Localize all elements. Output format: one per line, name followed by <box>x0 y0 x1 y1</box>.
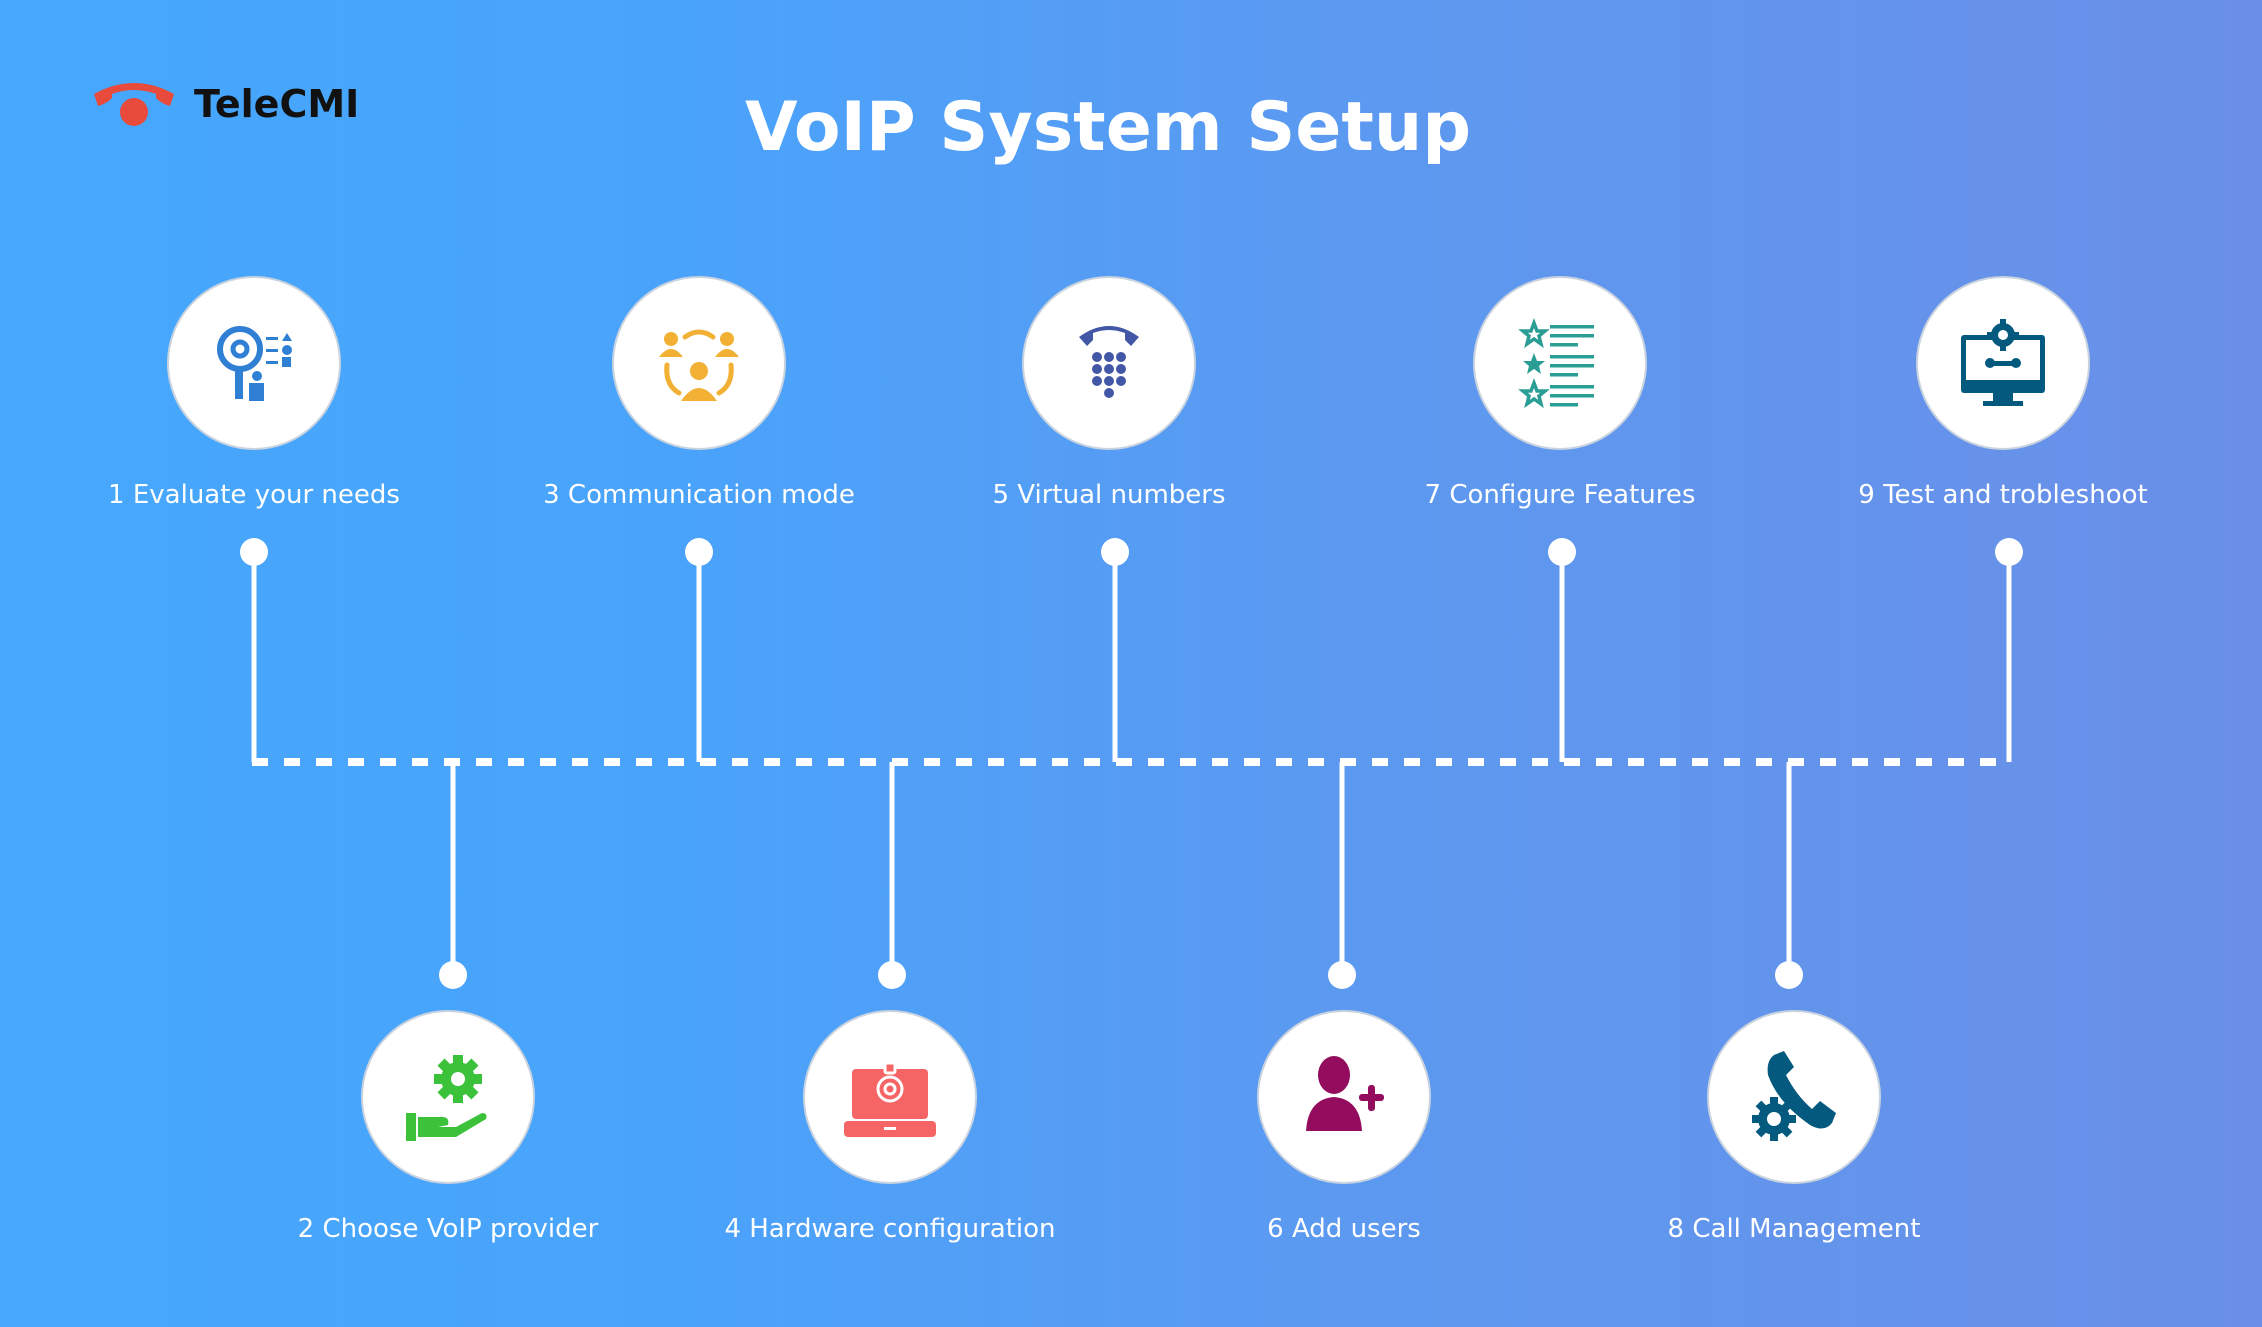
step-2-icon-circle <box>361 1010 535 1184</box>
page-title: VoIP System Setup <box>744 88 1472 167</box>
step-6-label: 6 Add users <box>1267 1214 1421 1244</box>
phone-gear-icon <box>1752 1051 1836 1141</box>
step-5-label: 5 Virtual numbers <box>992 480 1226 510</box>
step-7-dot <box>1548 538 1576 566</box>
step-5-icon-circle <box>1022 276 1196 450</box>
step-7-icon-circle <box>1473 276 1647 450</box>
step-3-label: 3 Communication mode <box>543 480 855 510</box>
step-9-label: 9 Test and trobleshoot <box>1858 480 2148 510</box>
step-9-dot <box>1995 538 2023 566</box>
step-7-label: 7 Configure Features <box>1424 480 1696 510</box>
step-6-icon-circle <box>1257 1010 1431 1184</box>
step-5-dot <box>1101 538 1129 566</box>
step-1-dot <box>240 538 268 566</box>
star-checklist-icon <box>1518 318 1594 409</box>
step-2-dot <box>439 961 467 989</box>
brand-name: TeleCMI <box>194 82 360 126</box>
step-3-dot <box>685 538 713 566</box>
step-9-icon-circle <box>1916 276 2090 450</box>
add-user-icon <box>1306 1056 1384 1131</box>
needs-analysis-icon <box>217 326 292 401</box>
step-6-dot <box>1328 961 1356 989</box>
gear-hand-icon <box>406 1055 487 1141</box>
step-8-dot <box>1775 961 1803 989</box>
brand-logo: TeleCMI <box>90 76 359 132</box>
step-8-icon-circle <box>1707 1010 1881 1184</box>
phone-handset-icon <box>94 83 174 126</box>
step-3-icon-circle <box>612 276 786 450</box>
step-1-icon-circle <box>167 276 341 450</box>
step-4-label: 4 Hardware configuration <box>724 1214 1056 1244</box>
step-8-label: 8 Call Management <box>1667 1214 1921 1244</box>
laptop-gear-icon <box>844 1061 936 1137</box>
group-communication-icon <box>659 329 739 401</box>
step-2-label: 2 Choose VoIP provider <box>297 1214 599 1244</box>
step-4-icon-circle <box>803 1010 977 1184</box>
dialpad-phone-icon <box>1079 326 1139 398</box>
step-4-dot <box>878 961 906 989</box>
monitor-tools-icon <box>1961 319 2045 406</box>
step-1-label: 1 Evaluate your needs <box>108 480 400 510</box>
